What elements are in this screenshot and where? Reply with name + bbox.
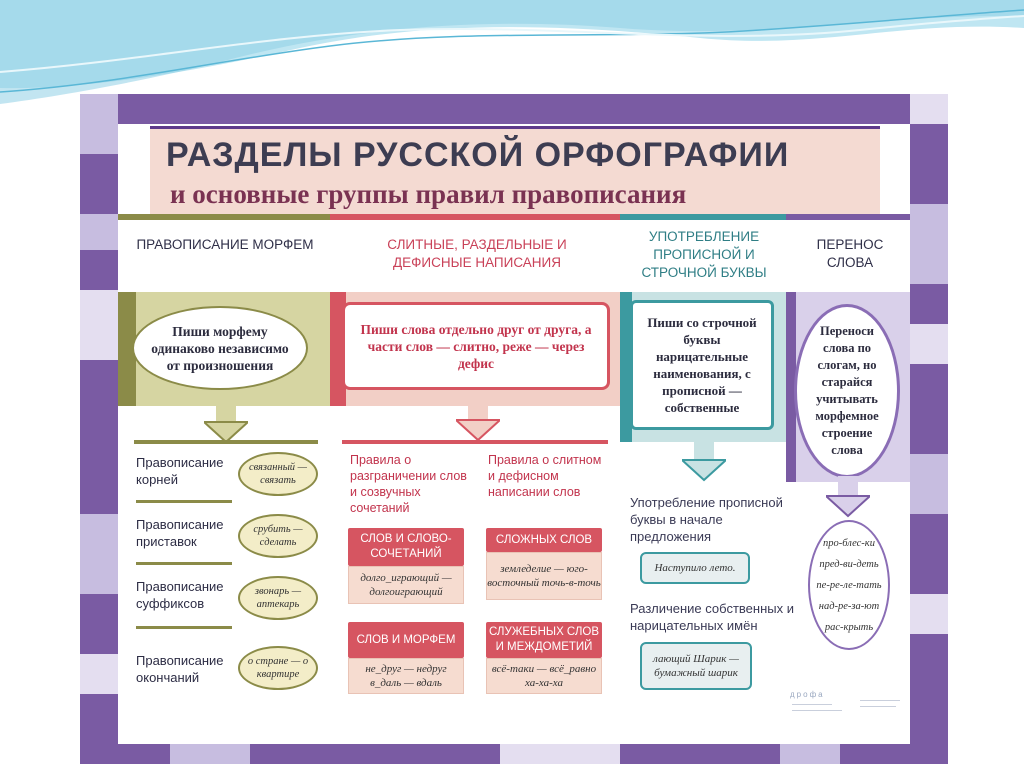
box-head-compound: СЛОЖНЫХ СЛОВ — [486, 528, 602, 552]
left-rules-title: Правила о разграничении слов и созвучных… — [350, 453, 467, 515]
header-capitals: УПОТРЕБЛЕНИЕ ПРОПИСНОЙ И СТРОЧНОЙ БУКВЫ — [641, 229, 767, 280]
row-label-roots: Правописание корней — [136, 455, 224, 487]
fine-print — [860, 706, 896, 707]
box-head-morphemes: СЛОВ И МОРФЕМ — [348, 622, 464, 658]
wave-decoration — [0, 0, 1024, 104]
fine-print — [792, 704, 832, 705]
box-example-morphemes: не_друг — недруг в_даль — вдаль — [348, 658, 464, 694]
rule-oval-hyphenation: Переноси слова по слогам, но старайся уч… — [794, 304, 900, 478]
box-example-service: всё-таки — всё_равно ха-ха-ха — [486, 658, 602, 694]
example-suffixes: звонарь — аптекарь — [238, 576, 318, 620]
hyphenation-example: про-блес-ки пред-ви-деть пе-ре-ле-тать н… — [808, 520, 890, 650]
header-spelling: СЛИТНЫЕ, РАЗДЕЛЬНЫЕ И ДЕФИСНЫЕ НАПИСАНИЯ — [387, 237, 567, 270]
publisher-logo: дрофа — [790, 690, 825, 699]
rule-box-capitals: Пиши со строчной буквы нарицательные наи… — [630, 300, 774, 430]
capitals-sub2: Различение собственных и нарицательных и… — [630, 601, 794, 633]
box-head-words: СЛОВ И СЛОВО-СОЧЕТАНИЙ — [348, 528, 464, 566]
header-hyphenation: ПЕРЕНОС СЛОВА — [816, 237, 884, 270]
title-box — [150, 126, 880, 214]
arrow-down-icon — [456, 400, 500, 442]
example-prefixes: срубить — сделать — [238, 514, 318, 558]
capitals-sub1: Употребление прописной буквы в начале пр… — [630, 495, 783, 544]
rule-box-spelling: Пиши слова отдельно друг от друга, а час… — [342, 302, 610, 390]
arrow-down-icon — [204, 404, 248, 444]
capitals-example1: Наступило лето. — [640, 552, 750, 584]
box-example-compound: земледелие — юго-восточный точь-в-точь — [486, 552, 602, 600]
box-head-service: СЛУЖЕБНЫХ СЛОВ И МЕЖДОМЕТИЙ — [486, 622, 602, 658]
right-rules-title: Правила о слитном и дефисном написании с… — [488, 453, 602, 499]
fine-print — [792, 710, 842, 711]
poster-subtitle: и основные группы правил правописания — [170, 179, 687, 209]
example-endings: о стране — о квартире — [238, 646, 318, 690]
box-example-words: долго_играющий — долгоиграющий — [348, 566, 464, 604]
capitals-example2: лающий Шарик — бумажный шарик — [640, 642, 752, 690]
rule-oval-morphemes: Пиши морфему одинаково независимо от про… — [132, 306, 308, 390]
fine-print — [860, 700, 900, 701]
arrow-down-icon — [682, 440, 726, 482]
row-label-suffixes: Правописание суффиксов — [136, 579, 224, 611]
example-roots: связанный — связать — [238, 452, 318, 496]
arrow-down-icon — [826, 476, 870, 518]
row-label-endings: Правописание окончаний — [136, 653, 224, 685]
header-morphemes: ПРАВОПИСАНИЕ МОРФЕМ — [136, 237, 314, 252]
poster-title: РАЗДЕЛЫ РУССКОЙ ОРФОГРАФИИ — [166, 136, 790, 174]
row-label-prefixes: Правописание приставок — [136, 517, 224, 549]
